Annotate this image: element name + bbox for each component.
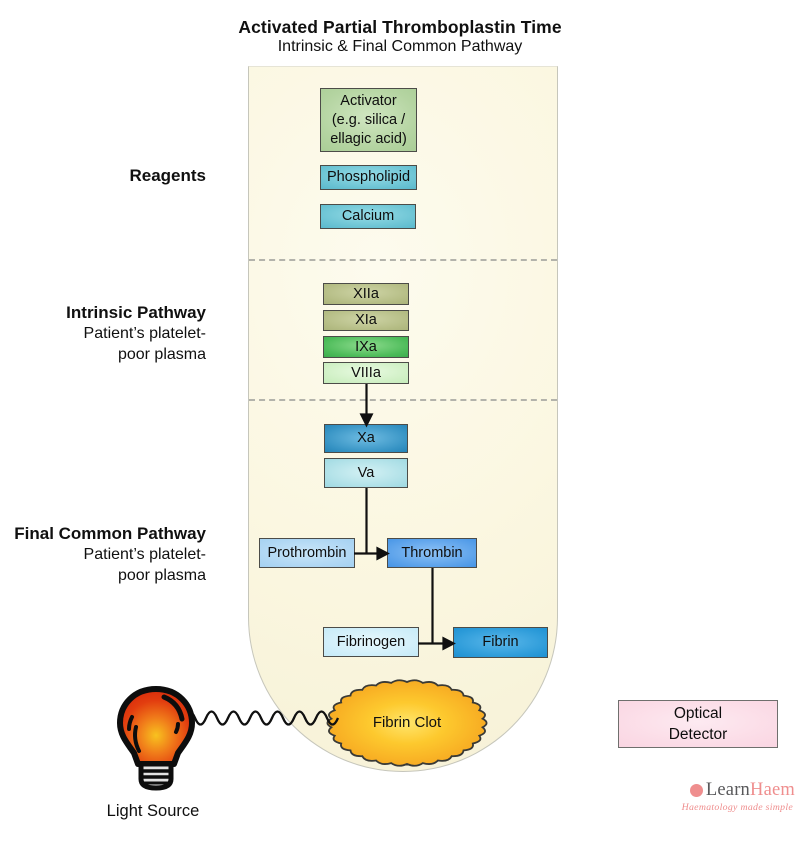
box-factor-viiia: VIIIa — [323, 362, 409, 384]
box-activator: Activator (e.g. silica / ellagic acid) — [320, 88, 417, 152]
brand-wordmark: LearnHaem — [630, 780, 795, 801]
box-factor-xa: Xa — [324, 424, 408, 453]
label-intrinsic-pathway: Intrinsic Pathway Patient’s platelet- po… — [0, 302, 206, 365]
detector-line2: Detector — [668, 726, 728, 743]
brand-haem: Haem — [750, 780, 795, 800]
light-bulb-icon — [117, 686, 195, 791]
final-title: Final Common Pathway — [14, 524, 206, 543]
brand-dot-icon — [689, 784, 703, 797]
brand-tagline: Haematology made simple — [681, 802, 793, 813]
intrinsic-title: Intrinsic Pathway — [66, 303, 206, 322]
brand-name: LearnHaem — [706, 780, 795, 801]
final-sub-line1: Patient’s platelet- — [83, 546, 206, 563]
brand-logo: LearnHaem Haematology made simple — [630, 780, 795, 813]
box-factor-ixa: IXa — [323, 336, 409, 358]
box-prothrombin: Prothrombin — [259, 538, 355, 568]
page-title: Activated Partial Thromboplastin Time — [238, 17, 562, 37]
label-final-common-pathway: Final Common Pathway Patient’s platelet-… — [0, 523, 206, 586]
box-calcium: Calcium — [320, 204, 416, 229]
box-thrombin: Thrombin — [387, 538, 477, 568]
activator-line3: ellagic acid) — [330, 130, 407, 147]
activator-line2: (e.g. silica / — [331, 111, 406, 128]
brand-learn: Learn — [705, 780, 751, 800]
divider-intrinsic-final — [249, 399, 557, 401]
box-factor-xia: XIa — [323, 310, 409, 331]
label-light-source: Light Source — [106, 802, 200, 820]
label-reagents: Reagents — [0, 165, 206, 186]
box-factor-va: Va — [324, 458, 408, 488]
optical-detector-box: Optical Detector — [618, 700, 778, 748]
box-fibrinogen: Fibrinogen — [323, 627, 419, 657]
detector-line1: Optical — [673, 705, 723, 722]
box-phospholipid: Phospholipid — [320, 165, 417, 190]
intrinsic-sub-line1: Patient’s platelet- — [83, 325, 206, 342]
final-sub-line2: poor plasma — [117, 567, 206, 584]
fibrin-clot-label: Fibrin Clot — [372, 714, 442, 731]
divider-reagents-intrinsic — [249, 259, 557, 261]
reagents-title: Reagents — [129, 166, 206, 185]
box-fibrin: Fibrin — [453, 627, 548, 658]
intrinsic-sub-line2: poor plasma — [117, 346, 206, 363]
box-factor-xiia: XIIa — [323, 283, 409, 305]
activator-line1: Activator — [340, 92, 397, 109]
page-subtitle: Intrinsic & Final Common Pathway — [277, 38, 523, 55]
